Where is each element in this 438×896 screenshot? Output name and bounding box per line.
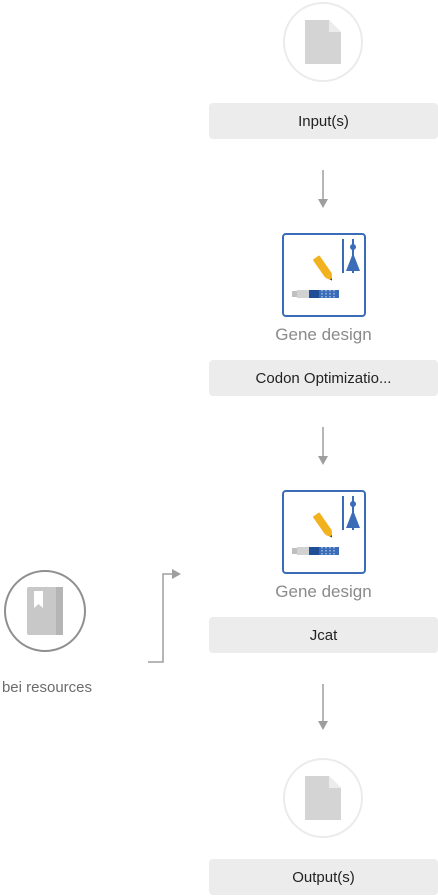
step-1-tool-icon[interactable] [282,233,366,317]
file-icon [305,20,341,64]
step-1-tool-label[interactable]: Codon Optimizatio... [209,360,438,396]
file-icon [305,776,341,820]
arrow-resource-to-step2 [148,573,173,663]
step-2-category: Gene design [275,582,372,601]
resource-node[interactable] [4,570,86,652]
gene-design-icon [292,239,360,298]
step-1-category: Gene design [275,325,372,344]
input-label[interactable]: Input(s) [209,103,438,139]
output-node[interactable] [283,758,363,838]
step-2-tool-icon[interactable] [282,490,366,574]
gene-design-icon [292,496,360,555]
input-node[interactable] [283,2,363,82]
arrowhead-step2-to-output [318,721,328,730]
arrowhead-resource-to-step2 [172,569,181,579]
arrowhead-step1-to-step2 [318,456,328,465]
arrowhead-input-to-step1 [318,199,328,208]
output-label[interactable]: Output(s) [209,859,438,895]
bookmark-book-icon [27,587,63,635]
step-2-tool-label[interactable]: Jcat [209,617,438,653]
resource-label[interactable]: bei resources [1,679,92,696]
